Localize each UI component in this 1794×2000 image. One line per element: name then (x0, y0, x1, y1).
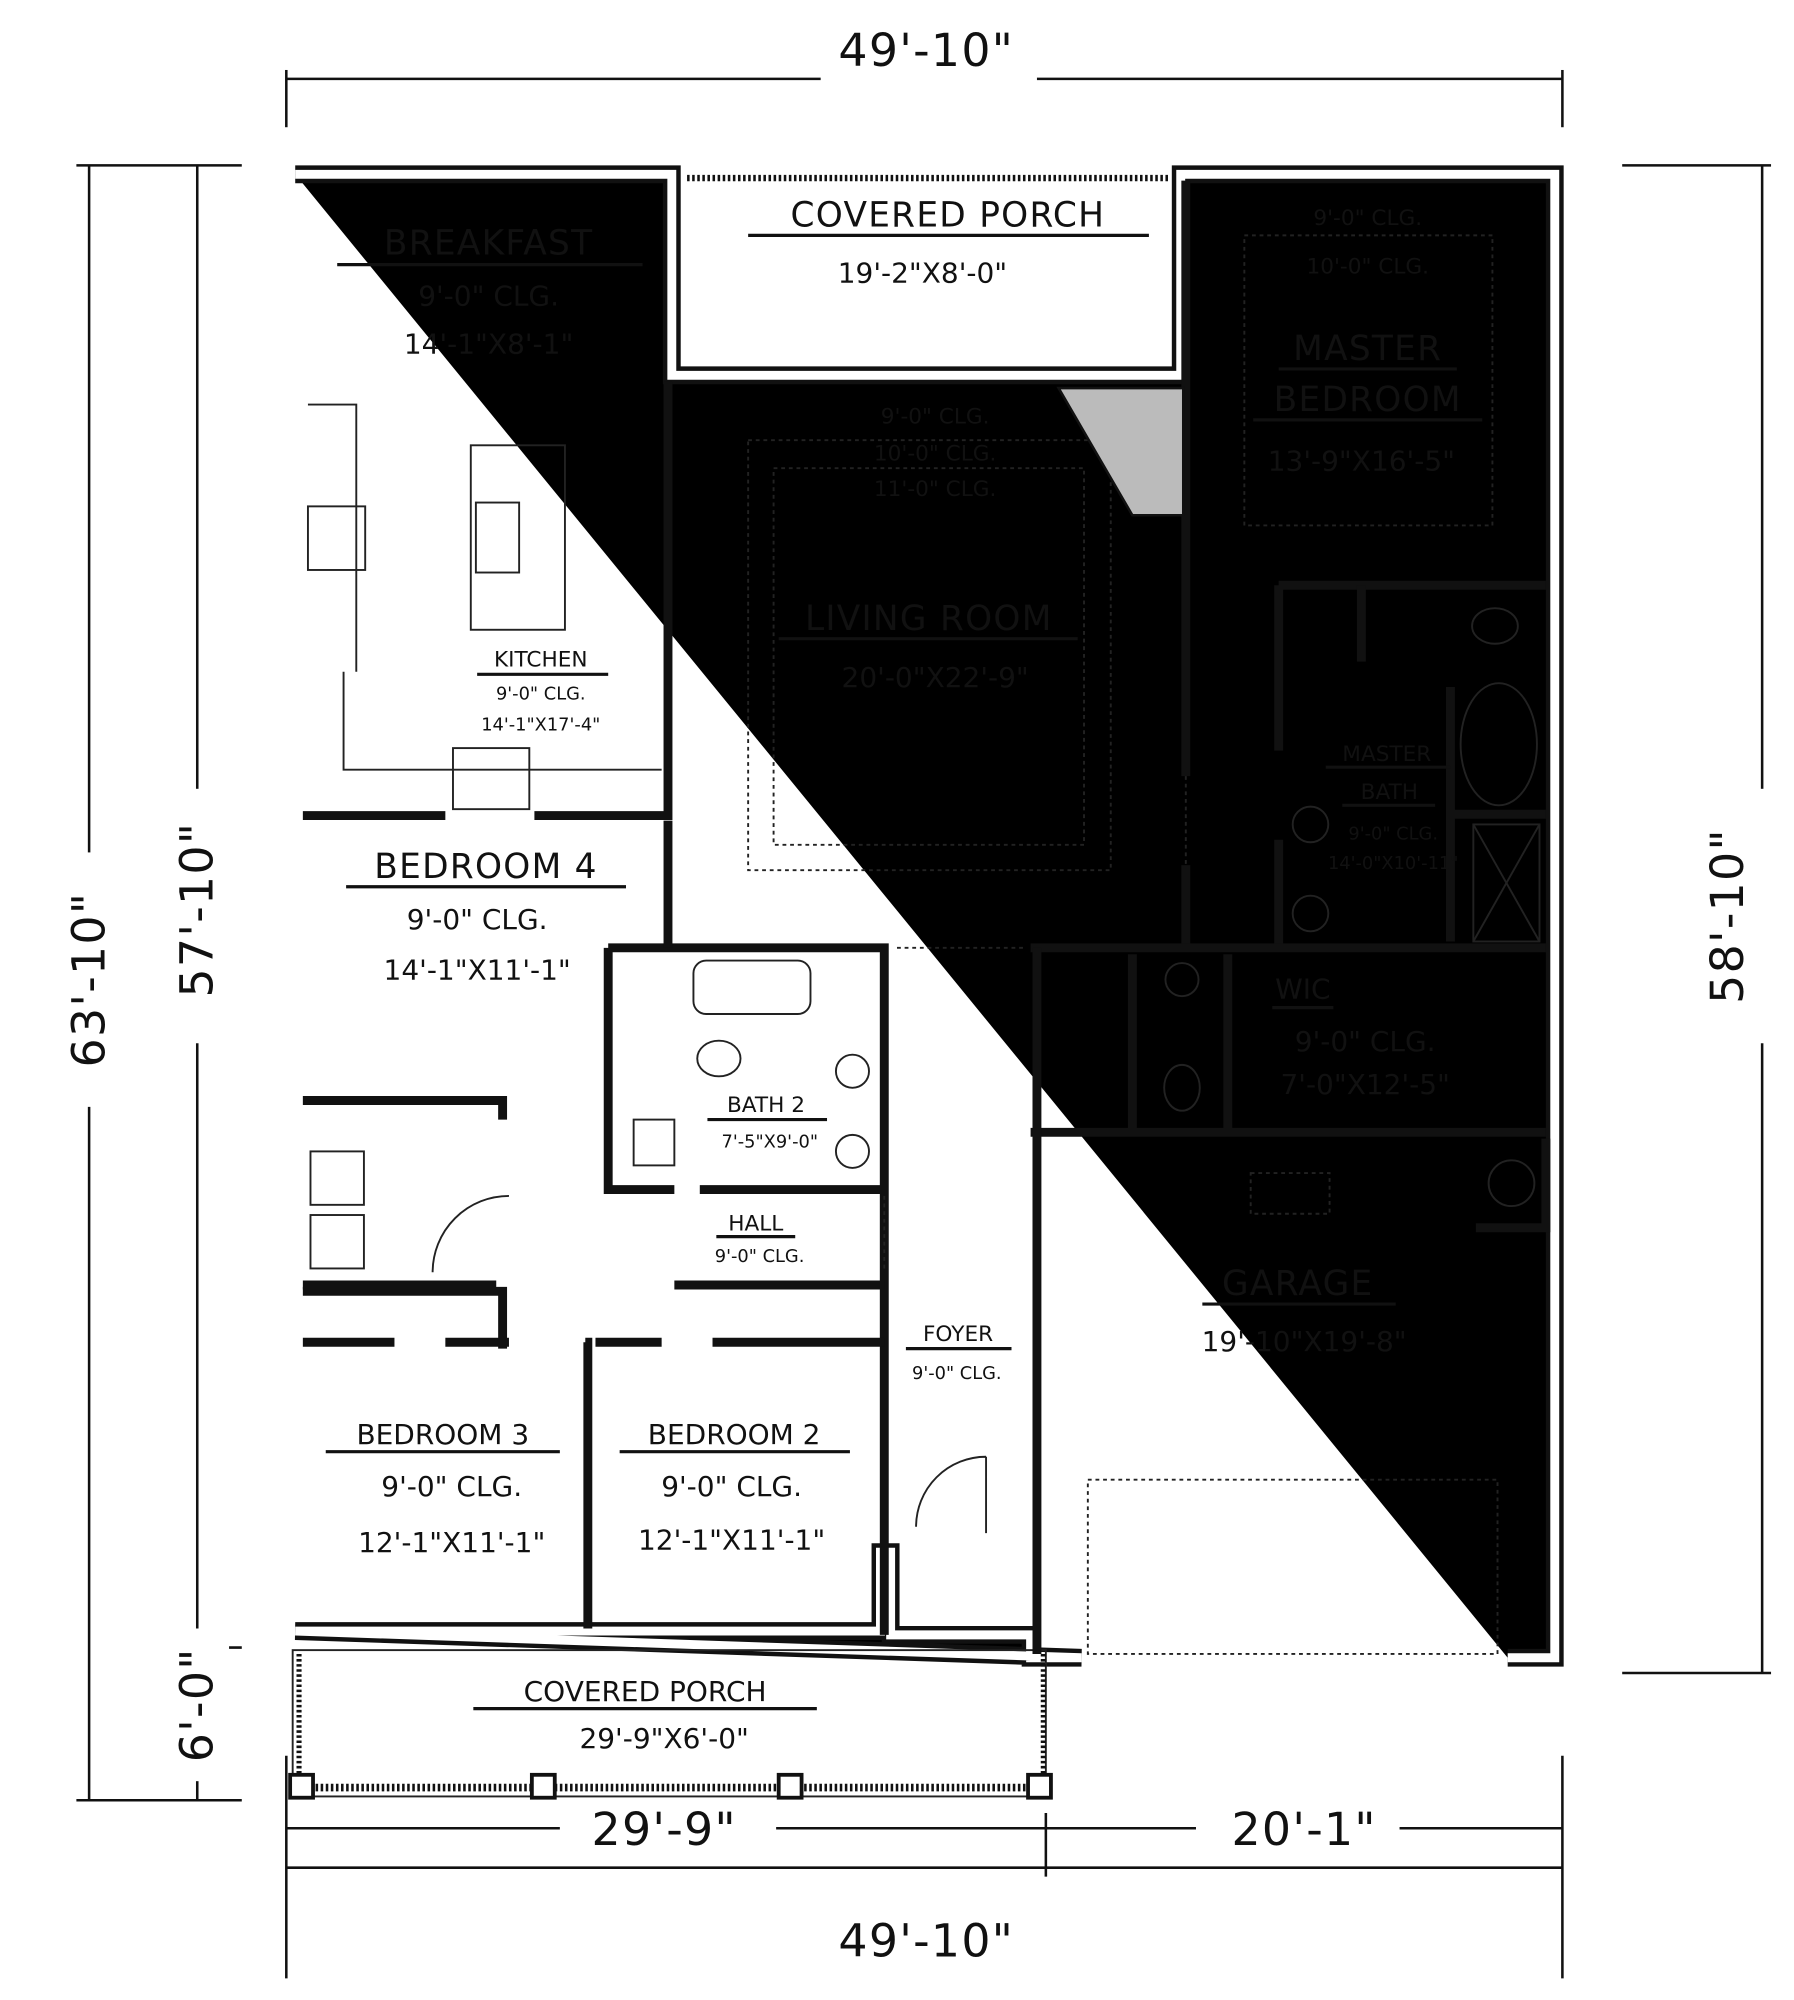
room-size: 12'-1"X11'-1" (358, 1526, 545, 1559)
room-size: 14'-1"X17'-4" (481, 714, 600, 735)
laundry-appliance (632, 1118, 676, 1167)
room-living: 9'-0" CLG. 10'-0" CLG. 11'-0" CLG. LIVIN… (778, 405, 1078, 694)
dim-left-overall: 63'-10" (61, 892, 115, 1068)
room-ceiling: 11'-0" CLG. (874, 477, 997, 502)
kitchen-sink (474, 501, 521, 574)
interior-walls (302, 180, 1551, 1654)
room-name: MASTER (1293, 329, 1442, 369)
room-name: COVERED PORCH (524, 1675, 767, 1708)
room-name: BEDROOM 4 (374, 847, 597, 887)
room-bedroom2: BEDROOM 2 9'-0" CLG. 12'-1"X11'-1" (619, 1418, 850, 1557)
room-size: 12'-1"X11'-1" (638, 1524, 825, 1557)
room-name: BATH 2 (727, 1093, 805, 1118)
dim-bottom-right: 20'-1" (1232, 1802, 1377, 1856)
room-name: BATH (1361, 780, 1418, 805)
room-name: KITCHEN (494, 648, 588, 673)
dim-left-house: 57'-10" (170, 822, 224, 998)
room-wic: WIC 9'-0" CLG. 7'-0"X12'-5" (1272, 973, 1450, 1101)
room-size: 14'-1"X8'-1" (404, 328, 573, 361)
room-ceiling: 9'-0" CLG. (407, 903, 548, 936)
room-hall: HALL 9'-0" CLG. (715, 1211, 805, 1267)
dim-top-overall: 49'-10" (838, 23, 1014, 77)
exterior-walls (295, 174, 1555, 1658)
room-size: 19'-10"X19'-8" (1202, 1325, 1407, 1358)
room-ceiling: 9'-0" CLG. (496, 684, 586, 705)
room-front-porch: COVERED PORCH 29'-9"X6'-0" (473, 1675, 817, 1755)
room-kitchen: KITCHEN 9'-0" CLG. 14'-1"X17'-4" (477, 648, 609, 735)
room-size: 29'-9"X6'-0" (579, 1722, 748, 1755)
room-size: 19'-2"X8'-0" (838, 256, 1007, 289)
dim-left-porch: 6'-0" (170, 1647, 224, 1762)
room-name: MASTER (1342, 742, 1431, 767)
room-ceiling: 9'-0" CLG. (418, 279, 559, 312)
room-size: 20'-0"X22'-9" (842, 661, 1029, 694)
room-bath2: BATH 2 7'-5"X9'-0" (707, 1093, 828, 1153)
room-ceiling: 9'-0" CLG. (1313, 206, 1422, 231)
room-size: 7'-0"X12'-5" (1280, 1068, 1449, 1101)
room-ceiling: 9'-0" CLG. (1295, 1025, 1436, 1058)
room-size: 13'-9"X16'-5" (1268, 445, 1455, 478)
room-ceiling: 10'-0" CLG. (1306, 255, 1429, 280)
room-ceiling: 9'-0" CLG. (881, 405, 990, 430)
master-tub (1459, 682, 1538, 807)
room-bedroom4: BEDROOM 4 9'-0" CLG. 14'-1"X11'-1" (346, 847, 627, 987)
fixtures (306, 403, 1541, 1534)
room-ceiling: 9'-0" CLG. (912, 1363, 1002, 1384)
ceiling-outlines (747, 234, 1499, 1655)
room-master-bedroom: 9'-0" CLG. 10'-0" CLG. MASTER BEDROOM 13… (1253, 206, 1483, 478)
room-ceiling: 9'-0" CLG. (381, 1470, 522, 1503)
room-garage: GARAGE 19'-10"X19'-8" (1202, 1264, 1407, 1358)
dim-bottom-left: 29'-9" (592, 1802, 737, 1856)
room-foyer: FOYER 9'-0" CLG. (905, 1322, 1012, 1384)
fireplace (1056, 386, 1185, 517)
dim-bottom-overall: 49'-10" (838, 1914, 1014, 1968)
room-name: HALL (728, 1211, 783, 1236)
room-rear-porch: COVERED PORCH 19'-2"X8'-0" (748, 195, 1149, 289)
room-name: GARAGE (1222, 1264, 1373, 1304)
room-ceiling: 9'-0" CLG. (661, 1470, 802, 1503)
toilet (696, 1039, 742, 1078)
room-master-bath: MASTER BATH 9'-0" CLG. 14'-0"X10'-11" (1325, 742, 1458, 874)
range (306, 505, 367, 571)
room-bedroom3: BEDROOM 3 9'-0" CLG. 12'-1"X11'-1" (325, 1418, 560, 1559)
kitchen-island (469, 444, 566, 631)
room-ceiling: 9'-0" CLG. (715, 1246, 805, 1267)
room-size: 14'-0"X10'-11" (1328, 853, 1458, 874)
room-ceiling: 9'-0" CLG. (1348, 824, 1438, 845)
bathtub (692, 959, 812, 1015)
room-name: WIC (1275, 973, 1330, 1006)
room-name: BEDROOM 3 (356, 1418, 529, 1451)
room-name: BEDROOM 2 (648, 1418, 821, 1451)
room-name: BEDROOM (1274, 380, 1462, 420)
front-porch-outline (291, 1649, 1047, 1798)
sink (834, 1053, 870, 1089)
dim-right-overall: 58'-10" (1700, 828, 1754, 1004)
room-size: 7'-5"X9'-0" (722, 1132, 818, 1153)
room-name: COVERED PORCH (790, 195, 1105, 235)
porch-columns (288, 1772, 1053, 1800)
water-heater (1487, 1159, 1536, 1208)
room-name: FOYER (923, 1322, 993, 1347)
room-size: 14'-1"X11'-1" (384, 954, 571, 987)
room-breakfast: BREAKFAST 9'-0" CLG. 14'-1"X8'-1" (337, 223, 643, 361)
room-name: BREAKFAST (384, 223, 593, 263)
refrigerator (452, 747, 531, 811)
shower (1472, 823, 1541, 943)
room-ceiling: 10'-0" CLG. (874, 442, 997, 467)
room-name: LIVING ROOM (805, 599, 1053, 639)
